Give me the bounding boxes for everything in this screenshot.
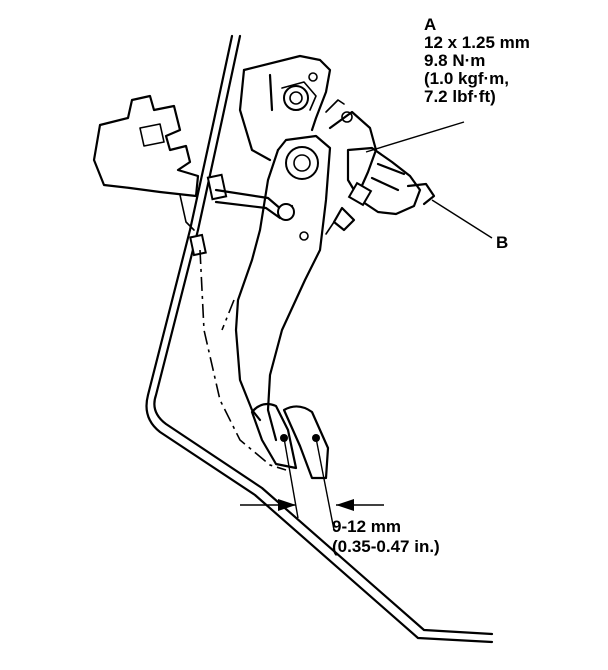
upper-pedal-bracket <box>238 54 332 162</box>
callout-a-letter: A <box>424 15 436 34</box>
free-play-mm: 9-12 mm <box>332 517 401 536</box>
callout-a-torque-kgfm: (1.0 kgf·m, <box>424 69 509 88</box>
pedal-pads <box>250 402 330 480</box>
free-play-in: (0.35-0.47 in.) <box>332 537 440 556</box>
firewall-panel <box>145 34 494 644</box>
callout-a: A 12 x 1.25 mm 9.8 N·m (1.0 kgf·m, 7.2 l… <box>424 15 530 106</box>
pedal-mounting-bracket <box>92 94 228 257</box>
callout-b-letter: B <box>496 233 508 252</box>
pedal-travel-outline <box>199 249 287 471</box>
free-play-dimension <box>240 437 384 531</box>
callout-a-bolt-size: 12 x 1.25 mm <box>424 33 530 52</box>
callout-a-torque-lbfft: 7.2 lbf·ft) <box>424 87 496 106</box>
leader-lines <box>365 121 493 239</box>
free-play-label: 9-12 mm (0.35-0.47 in.) <box>332 517 440 556</box>
callout-a-torque-nm: 9.8 N·m <box>424 51 485 70</box>
brake-pedal-arm <box>214 134 332 442</box>
brake-light-switch <box>325 99 436 235</box>
